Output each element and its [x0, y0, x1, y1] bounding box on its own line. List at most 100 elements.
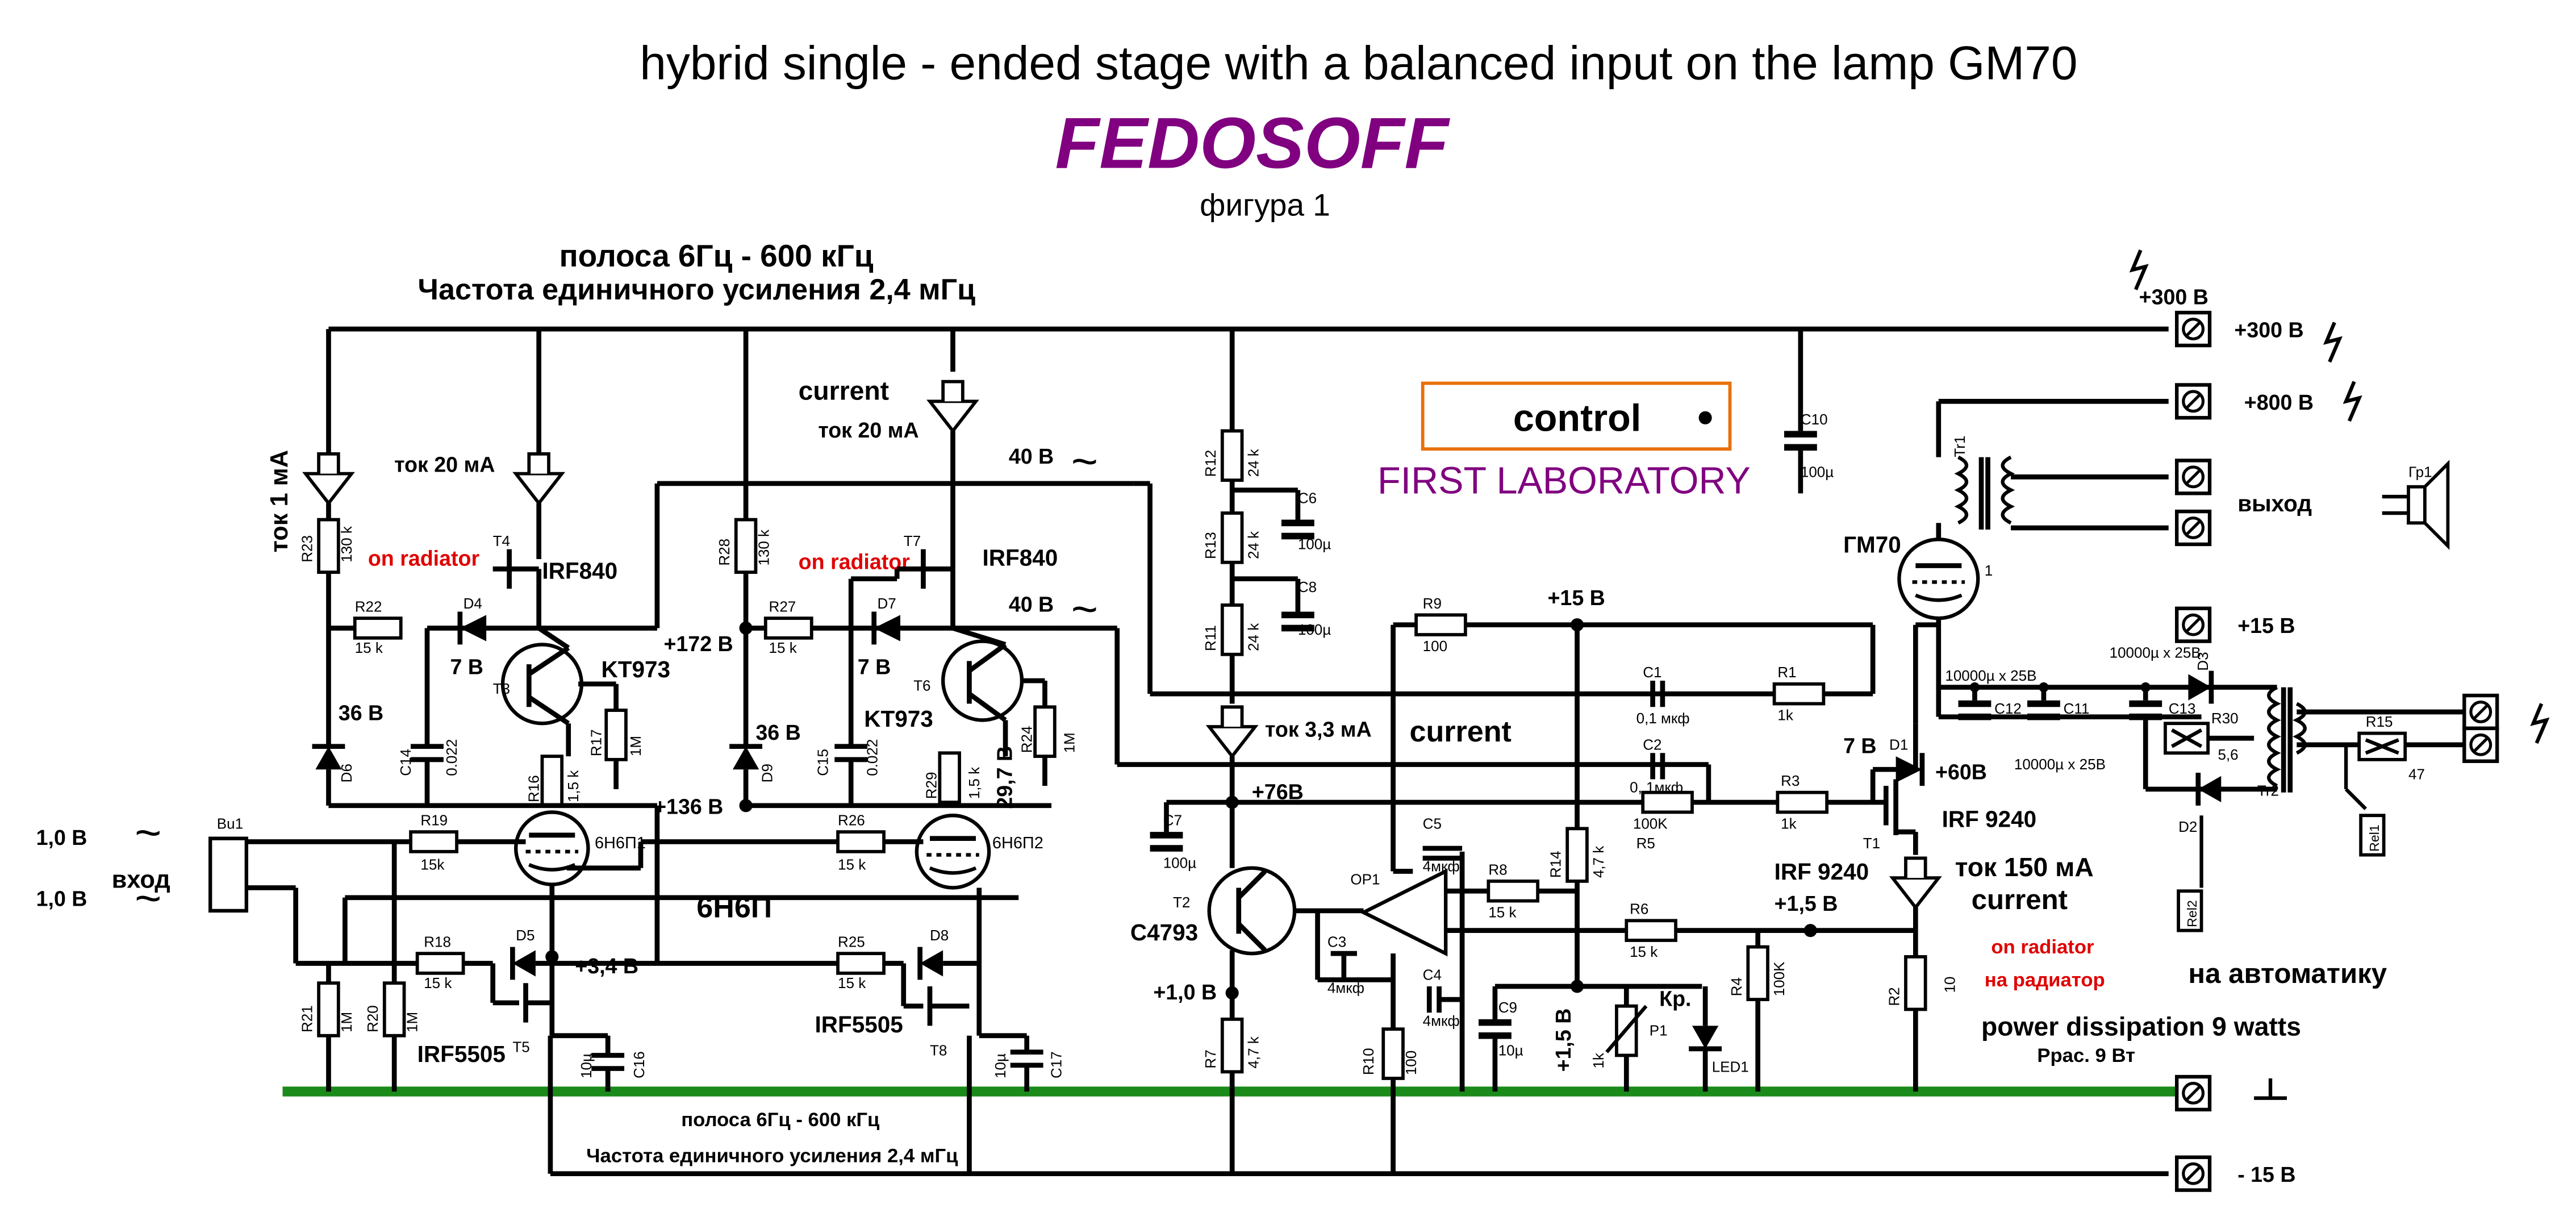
value-c13: 10000µ х 25В	[2110, 644, 2201, 661]
input-jack-bu1[interactable]	[208, 836, 249, 913]
tube-6n6p1	[513, 810, 590, 886]
terminal-ground[interactable]	[2177, 1077, 2210, 1110]
speaker-icon	[2382, 460, 2450, 550]
volt-36v-b: 36 В	[755, 720, 800, 744]
label-tok-150ma: ток 150 мА	[1955, 852, 2094, 882]
label-r26: R26	[838, 812, 865, 829]
label-r4: R4	[1728, 977, 1745, 996]
current-arrow-icon	[1209, 707, 1255, 756]
terminal-300v[interactable]	[2177, 312, 2210, 345]
label-r24: R24	[1018, 726, 1035, 753]
label-p1: P1	[1650, 1022, 1668, 1039]
label-led1: LED1	[1712, 1058, 1749, 1075]
cap-c7-plate	[1150, 845, 1183, 852]
label-d9: D9	[758, 764, 775, 782]
label-d2: D2	[2178, 818, 2197, 835]
label-c2: C2	[1643, 736, 1661, 753]
hv-warning-icon	[2343, 381, 2362, 422]
value-r28: 130 k	[755, 529, 773, 566]
value-r25: 15 k	[838, 974, 866, 991]
label-current-2: current	[1410, 715, 1512, 748]
unity-gain-top: Частота единичного усиления 2,4 мГц	[417, 273, 975, 306]
resistor-r11	[1220, 603, 1244, 656]
label-r20: R20	[364, 1005, 381, 1032]
diode-d3	[2188, 674, 2211, 701]
label-r19: R19	[420, 812, 448, 829]
label-r13: R13	[1202, 532, 1219, 559]
label-current-1: current	[799, 376, 889, 405]
value-c7: 100µ	[1163, 855, 1196, 872]
value-r2: 10	[1942, 977, 1959, 993]
resistor-r12	[1220, 429, 1244, 482]
label-c9: C9	[1498, 999, 1517, 1016]
label-kt973-b: KT973	[864, 706, 933, 732]
label-d1: D1	[1889, 736, 1908, 753]
label-t4: T4	[493, 532, 510, 549]
terminal-relay-2[interactable]	[2464, 728, 2497, 761]
value-c4: 4мкф	[1423, 1012, 1460, 1029]
cap-c11-plate	[2027, 713, 2060, 720]
resistor-r25	[836, 952, 886, 975]
resistor-r2	[1904, 955, 1927, 1011]
label-d3: D3	[2194, 652, 2211, 670]
volt-7v-a: 7 В	[450, 655, 483, 678]
node-dot	[1803, 924, 1817, 938]
band-bottom: полоса 6Гц - 600 кГц	[681, 1109, 879, 1131]
label-tok-20ma-a: ток 20 мА	[394, 453, 495, 477]
resistor-r26	[836, 830, 886, 853]
page-title: hybrid single - ended stage with a balan…	[640, 36, 2077, 89]
cap-c6-plate	[1281, 532, 1314, 540]
value-r8: 15 k	[1488, 904, 1517, 921]
terminal-out-2[interactable]	[2177, 511, 2210, 544]
cap-c13	[2129, 700, 2162, 707]
volt-7v-b: 7 В	[858, 655, 891, 678]
resistor-r29	[938, 751, 961, 804]
value-r14: 4,7 k	[1590, 845, 1607, 878]
control-box	[1421, 381, 1732, 451]
label-op1: OP1	[1350, 871, 1380, 888]
terminal-relay-1[interactable]	[2464, 695, 2497, 728]
cap-c7	[1150, 832, 1183, 839]
terminal-out-1[interactable]	[2177, 460, 2210, 493]
cap-c8-plate	[1281, 624, 1314, 632]
ac-symbol-3: ~	[1071, 436, 1098, 487]
label-irf9240-a: IRF 9240	[1942, 806, 2037, 832]
volt-29-7v: 29,7 В	[993, 746, 1017, 809]
terminal-15v[interactable]	[2177, 609, 2210, 641]
label-tok-3-3ma: ток 3,3 мА	[1265, 717, 1372, 741]
figure-caption: фигура 1	[1200, 188, 1330, 223]
label-r9: R9	[1423, 595, 1442, 612]
value-r4: 100K	[1771, 961, 1788, 996]
label-r29: R29	[923, 772, 940, 799]
note-on-radiator-2: on radiator	[799, 549, 911, 573]
label-rel1: Rel1	[2367, 824, 2382, 852]
label-r25: R25	[838, 934, 865, 951]
label-c8: C8	[1298, 578, 1317, 595]
ground-symbol-icon	[2254, 1078, 2287, 1100]
label-t2: T2	[1173, 894, 1190, 911]
volt-40v-a: 40 В	[1009, 444, 1054, 468]
current-arrow-icon	[516, 454, 562, 503]
value-r22: 15 k	[355, 639, 383, 656]
tube-6n6p2	[915, 814, 991, 890]
label-r21: R21	[299, 1005, 316, 1032]
label-r28: R28	[716, 539, 733, 566]
label-gr1: Гр1	[2408, 463, 2432, 480]
power-dissipation-label: power dissipation 9 watts	[1981, 1012, 2301, 1041]
label-t5: T5	[512, 1039, 529, 1056]
hv-warning-icon	[2129, 249, 2149, 290]
label-c16: C16	[631, 1051, 648, 1078]
diode-d9	[732, 746, 759, 770]
label-r7: R7	[1202, 1049, 1219, 1068]
terminal-800v[interactable]	[2177, 385, 2210, 418]
value-c16: 10µ	[578, 1053, 595, 1078]
rail-300v-a: +300 В	[2139, 285, 2208, 309]
current-arrow-icon	[1893, 858, 1939, 907]
label-r10: R10	[1360, 1048, 1377, 1075]
resistor-r16	[540, 755, 564, 807]
label-r27: R27	[769, 598, 796, 615]
label-t7: T7	[904, 532, 921, 549]
brand-logo: FEDOSOFF	[1055, 103, 1450, 184]
terminal-minus15v[interactable]	[2177, 1157, 2210, 1190]
label-t3: T3	[493, 680, 510, 697]
